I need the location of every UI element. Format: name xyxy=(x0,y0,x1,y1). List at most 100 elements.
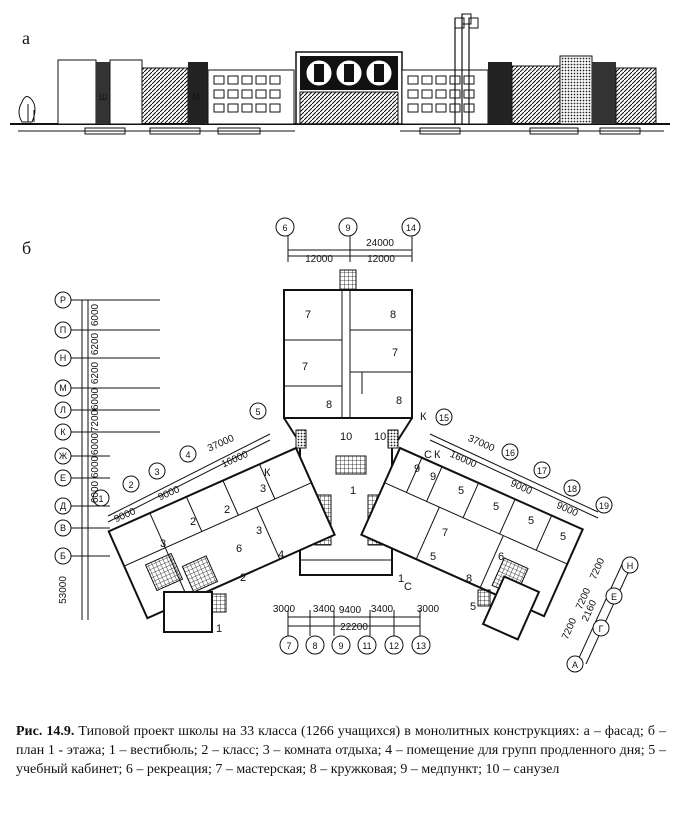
dim-bottom-r2: 3000 xyxy=(417,604,440,615)
axis-left-bubble xyxy=(54,321,72,339)
room-top-6: 8 xyxy=(326,399,332,411)
floor-plan: б 6 9 14 24000 12000 12000 xyxy=(22,217,639,673)
room-right-1: 9 xyxy=(414,463,420,475)
dim-left-row: 6200 xyxy=(90,361,101,384)
axis-left-bubble xyxy=(54,423,72,441)
axis-left-letter: М xyxy=(59,383,67,393)
room-left-3: 2 xyxy=(224,504,230,516)
dim-left-row: 6200 xyxy=(90,332,101,355)
axis-left-bubble xyxy=(54,469,72,487)
axis-rw-4: 18 xyxy=(567,484,577,494)
room-top-7: 10 xyxy=(340,431,352,443)
corridor-mark-2: К xyxy=(264,467,271,479)
room-right-6: 5 xyxy=(560,531,566,543)
axis-left-bubble xyxy=(54,291,72,309)
room-left-4: 3 xyxy=(260,483,266,495)
dim-left-row: 6000 xyxy=(90,387,101,410)
room-right-5: 5 xyxy=(528,515,534,527)
room-right-8: 6 xyxy=(498,551,504,563)
right-axis-chain: Н Е Г А 7200 7200 7200 2160 xyxy=(560,556,639,673)
axis-left-bubble xyxy=(54,349,72,367)
facade-elevation: а Ш М xyxy=(10,13,670,135)
room-left-2: 2 xyxy=(190,516,196,528)
dim-rw-c: 9000 xyxy=(555,500,580,519)
axis-left-letter: Д xyxy=(60,501,66,511)
dim-bottom-r1: 3400 xyxy=(371,604,394,615)
dim-top-b: 12000 xyxy=(367,254,395,265)
axis-left-letter: Н xyxy=(60,353,67,363)
dim-rw-a: 16000 xyxy=(448,449,478,471)
axis-left-bubble xyxy=(54,497,72,515)
school-drawing: а Ш М xyxy=(10,13,670,673)
axis-right-4: А xyxy=(572,660,578,670)
axis-rw-1: 15 xyxy=(439,413,449,423)
corridor-mark-4: К xyxy=(434,449,441,461)
axis-bottom-5: 12 xyxy=(389,641,399,651)
axis-bottom-1: 7 xyxy=(286,641,291,651)
room-left-1: 3 xyxy=(160,538,166,550)
west-wing xyxy=(107,446,336,620)
axis-bottom-4: 11 xyxy=(362,641,371,651)
room-top-3: 7 xyxy=(392,347,398,359)
room-right-9: 5 xyxy=(430,551,436,563)
dim-left-row: 6000 xyxy=(90,432,101,455)
dim-left-total: 53000 xyxy=(58,576,69,604)
room-right-4: 5 xyxy=(493,501,499,513)
axis-right-2: Е xyxy=(611,592,617,602)
caption-prefix: Рис. 14.9. xyxy=(16,724,75,739)
axis-left-bubble xyxy=(54,447,72,465)
corridor-mark-3: С xyxy=(424,449,432,461)
room-right-7: 7 xyxy=(442,527,448,539)
axis-right-3: Г xyxy=(599,624,604,634)
axis-left-bubble xyxy=(54,547,72,565)
room-top-1: 7 xyxy=(305,309,311,321)
dim-top-a: 12000 xyxy=(305,254,333,265)
room-top-4: 7 xyxy=(302,361,308,373)
axis-lw-5: 5 xyxy=(255,407,260,417)
room-left-6: 4 xyxy=(278,549,284,561)
room-left-9: 3 xyxy=(256,525,262,537)
room-center-1: 1 xyxy=(350,485,356,497)
axis-left-letter: Е xyxy=(60,473,66,483)
left-axis-bubbles: РПНМЛКЖЕДВБ60006200620060007200600060006… xyxy=(54,291,101,565)
axis-top-2: 9 xyxy=(345,223,350,233)
room-right-2: 9 xyxy=(430,471,436,483)
figure-caption: Рис. 14.9. Типовой проект школы на 33 кл… xyxy=(16,722,666,779)
axis-lw-3: 3 xyxy=(154,467,159,477)
axis-left-letter: Ж xyxy=(59,451,68,461)
axis-rw-5: 19 xyxy=(599,501,609,511)
axis-left-letter: П xyxy=(60,325,66,335)
dim-left-row: 6000 xyxy=(90,480,101,503)
axis-lw-2: 2 xyxy=(128,480,133,490)
axis-left-letter: Б xyxy=(60,551,66,561)
dim-rw-total: 37000 xyxy=(466,433,496,455)
caption-text: Типовой проект школы на 33 класса (1266 … xyxy=(16,724,666,777)
room-top-8: 10 xyxy=(374,431,386,443)
entrance-mark-1: 1 xyxy=(398,573,404,585)
room-right-10: 8 xyxy=(466,573,472,585)
axis-bottom-2: 8 xyxy=(312,641,317,651)
dim-rw-b: 9000 xyxy=(509,478,534,497)
facade-mark-1: Ш xyxy=(99,92,107,102)
dim-bottom-total: 22200 xyxy=(340,622,368,633)
axis-left-bubble xyxy=(54,519,72,537)
room-left-7: 2 xyxy=(240,572,246,584)
room-right-3: 5 xyxy=(458,485,464,497)
axis-rw-3: 17 xyxy=(537,466,547,476)
dim-left-row: 6000 xyxy=(90,455,101,478)
room-top-5: 8 xyxy=(396,395,402,407)
dim-left-row: 7200 xyxy=(90,409,101,432)
axis-left-letter: Л xyxy=(60,405,66,415)
room-top-2: 8 xyxy=(390,309,396,321)
dim-top-total: 24000 xyxy=(366,238,394,249)
axis-left-bubble xyxy=(54,379,72,397)
north-block xyxy=(283,269,413,441)
axis-rw-2: 16 xyxy=(505,448,515,458)
dim-lw-total: 37000 xyxy=(206,433,236,455)
room-right-11: 5 xyxy=(470,601,476,613)
room-left-5: 6 xyxy=(236,543,242,555)
axis-lw-4: 4 xyxy=(185,450,190,460)
facade-label: а xyxy=(22,28,30,48)
room-left-10: 1 xyxy=(216,623,222,635)
dim-left-row: 6000 xyxy=(90,303,101,326)
